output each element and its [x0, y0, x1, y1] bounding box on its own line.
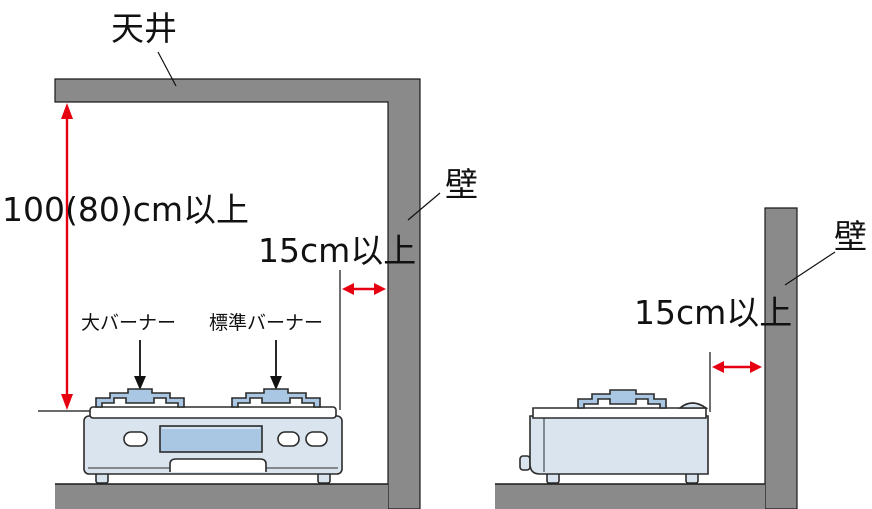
wall-left-leader-line — [407, 192, 441, 221]
wall-right-leader-line — [784, 251, 836, 286]
knob — [305, 431, 328, 447]
knob — [123, 431, 148, 447]
ceiling-leader-line — [157, 51, 177, 87]
height-dimension-arrow — [61, 103, 73, 410]
ceiling-and-wall-left — [54, 78, 421, 509]
grate-right — [231, 388, 321, 408]
standard-burner-pointer-arrow — [270, 340, 282, 390]
height-clearance-label: 100(80)cm以上 — [2, 190, 250, 229]
floor-left — [55, 484, 388, 509]
side-clearance-arrow-left — [342, 283, 386, 295]
wall-right — [764, 207, 798, 509]
side-clearance-label-left: 15cm以上 — [258, 231, 417, 270]
large-burner-label: 大バーナー — [81, 312, 177, 334]
grill-opening — [169, 458, 267, 472]
standard-burner-label: 標準バーナー — [209, 312, 324, 334]
stove-body-side — [529, 415, 709, 475]
side-clearance-arrow-right — [712, 361, 762, 373]
stove-top-plate — [89, 406, 337, 419]
stove-rear-hump — [677, 402, 709, 409]
large-burner-pointer-arrow — [134, 340, 146, 390]
floor-right — [495, 484, 765, 509]
gas-stove-front-view — [83, 388, 343, 484]
stove-top-plate-side — [532, 407, 707, 419]
wall-right-label: 壁 — [834, 217, 867, 256]
ceiling-label: 天井 — [111, 9, 177, 48]
stove-nub — [519, 455, 531, 471]
control-panel — [159, 425, 263, 453]
grate-left — [95, 388, 185, 408]
wall-left-label: 壁 — [445, 165, 478, 204]
side-clearance-label-right: 15cm以上 — [634, 293, 793, 332]
knob — [277, 431, 300, 447]
gas-stove-side-view — [519, 389, 709, 484]
grate-side — [577, 389, 667, 409]
